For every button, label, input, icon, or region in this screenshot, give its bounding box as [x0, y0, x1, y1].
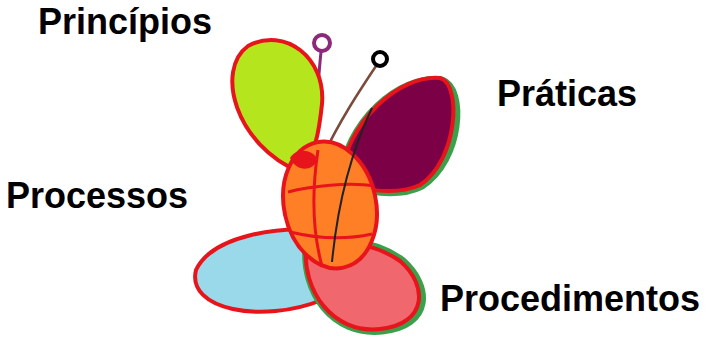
wing: [232, 40, 322, 172]
body-line: [290, 232, 372, 238]
body-line: [314, 150, 322, 266]
butterfly-body: [272, 133, 389, 277]
wing-label: Princípios: [38, 4, 212, 40]
wing-label: Práticas: [497, 76, 637, 112]
antenna-tip: [373, 52, 387, 66]
body-line: [288, 184, 374, 192]
wing-label: Processos: [6, 178, 188, 214]
body-line: [332, 108, 372, 262]
antenna-tip: [314, 35, 330, 51]
body-spot: [290, 151, 318, 169]
wing-label: Procedimentos: [440, 281, 700, 317]
